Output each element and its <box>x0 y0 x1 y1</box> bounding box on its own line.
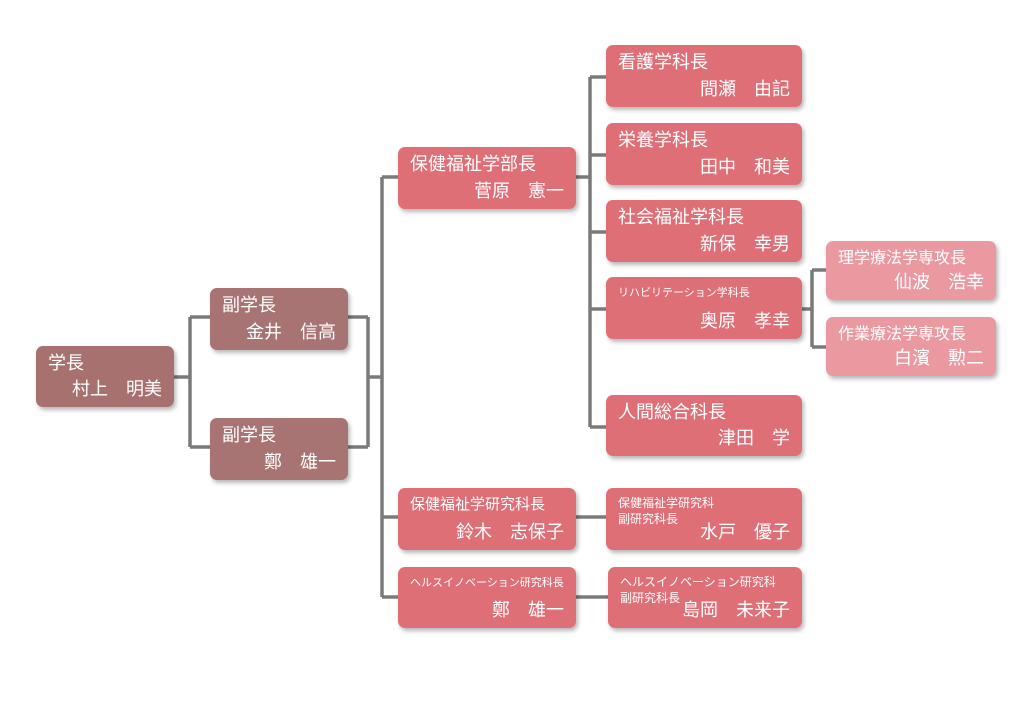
connector-dean-departments <box>576 75 606 429</box>
connector-president-vp <box>174 315 210 449</box>
human-general-head-box: 人間総合科長 津田 学 <box>606 395 802 456</box>
occupational-therapy-head-box: 作業療法学専攻長 白濱 勲二 <box>826 317 996 376</box>
rehabilitation-head-name: 奥原 孝幸 <box>700 311 790 332</box>
nursing-head-name: 間瀬 由記 <box>700 79 790 100</box>
occupational-therapy-head-name: 白濱 勲二 <box>894 348 984 369</box>
physical-therapy-head-name: 仙波 浩幸 <box>894 272 984 293</box>
vice-president-title-2: 副学長 <box>222 425 276 446</box>
social-welfare-head-title: 社会福祉学科長 <box>618 207 744 228</box>
human-general-head-name: 津田 学 <box>718 428 790 449</box>
grad-school-dean-box: 保健福祉学研究科長 鈴木 志保子 <box>398 488 576 550</box>
nutrition-head-title: 栄養学科長 <box>618 130 708 151</box>
nutrition-head-name: 田中 和美 <box>700 157 790 178</box>
vice-president-name-2: 鄭 雄一 <box>264 452 336 473</box>
health-innovation-vice-dean-box: ヘルスイノベーション研究科 副研究科長 島岡 未来子 <box>608 567 802 628</box>
nursing-head-title: 看護学科長 <box>618 52 708 73</box>
grad-school-dean-title: 保健福祉学研究科長 <box>410 495 546 513</box>
rehabilitation-head-box: リハビリテーション学科長 奥原 孝幸 <box>606 277 802 339</box>
president-box: 学長 村上 明美 <box>36 346 174 407</box>
connector-vp-deans <box>348 175 398 599</box>
physical-therapy-head-title: 理学療法学専攻長 <box>838 248 967 267</box>
health-innovation-vice-dean-name: 島岡 未来子 <box>682 600 790 621</box>
occupational-therapy-head-title: 作業療法学専攻長 <box>838 324 967 343</box>
vice-president-box-1: 副学長 金井 信高 <box>210 288 348 350</box>
grad-school-vice-dean-name: 水戸 優子 <box>700 522 790 543</box>
dean-health-welfare-name: 菅原 憲一 <box>474 181 564 202</box>
grad-school-vice-dean-box: 保健福祉学研究科 副研究科長 水戸 優子 <box>606 488 802 550</box>
grad-school-dean-name: 鈴木 志保子 <box>456 522 564 543</box>
dean-health-welfare-title: 保健福祉学部長 <box>410 154 536 175</box>
health-innovation-dean-name: 鄭 雄一 <box>492 600 564 621</box>
health-innovation-dean-box: ヘルスイノベーション研究科長 鄭 雄一 <box>398 567 576 628</box>
vice-president-box-2: 副学長 鄭 雄一 <box>210 418 348 480</box>
social-welfare-head-name: 新保 幸男 <box>700 234 790 255</box>
president-name: 村上 明美 <box>72 379 162 400</box>
nursing-head-box: 看護学科長 間瀬 由記 <box>606 45 802 107</box>
human-general-head-title: 人間総合科長 <box>618 402 726 423</box>
health-innovation-vice-dean-title: ヘルスイノベーション研究科 <box>620 575 776 589</box>
health-innovation-dean-title: ヘルスイノベーション研究科長 <box>410 576 564 589</box>
health-innovation-vice-dean-subtitle: 副研究科長 <box>620 591 681 605</box>
rehabilitation-head-title: リハビリテーション学科長 <box>618 286 750 299</box>
nutrition-head-box: 栄養学科長 田中 和美 <box>606 123 802 185</box>
president-title: 学長 <box>48 353 84 374</box>
vice-president-name-1: 金井 信高 <box>246 322 336 343</box>
dean-health-welfare-box: 保健福祉学部長 菅原 憲一 <box>398 147 576 209</box>
connector-rehab-majors <box>802 268 826 349</box>
grad-school-vice-dean-title: 保健福祉学研究科 <box>618 496 715 510</box>
vice-president-title-1: 副学長 <box>222 295 276 316</box>
social-welfare-head-box: 社会福祉学科長 新保 幸男 <box>606 200 802 262</box>
physical-therapy-head-box: 理学療法学専攻長 仙波 浩幸 <box>826 241 996 300</box>
grad-school-vice-dean-subtitle: 副研究科長 <box>618 512 679 526</box>
